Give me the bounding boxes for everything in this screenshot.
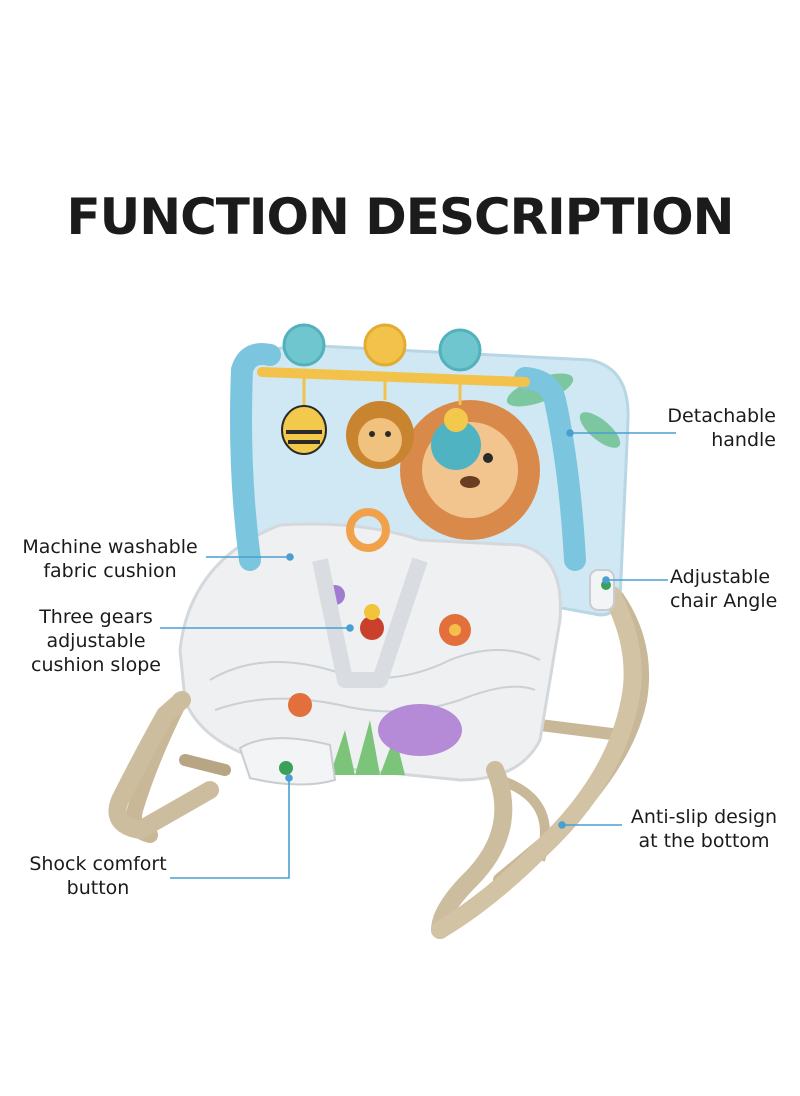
callout-three-gears: Three gears adjustable cushion slope xyxy=(31,606,161,676)
callout-adjustable-angle: Adjustable chair Angle xyxy=(670,566,778,612)
callout-detachable-handle: Detachable handle xyxy=(667,405,776,451)
callout-washable-cushion: Machine washable fabric cushion xyxy=(22,536,198,582)
callout-shock-button: Shock comfort button xyxy=(29,853,167,899)
page-title: FUNCTION DESCRIPTION xyxy=(66,188,735,246)
callout-anti-slip: Anti-slip design at the bottom xyxy=(630,806,778,852)
